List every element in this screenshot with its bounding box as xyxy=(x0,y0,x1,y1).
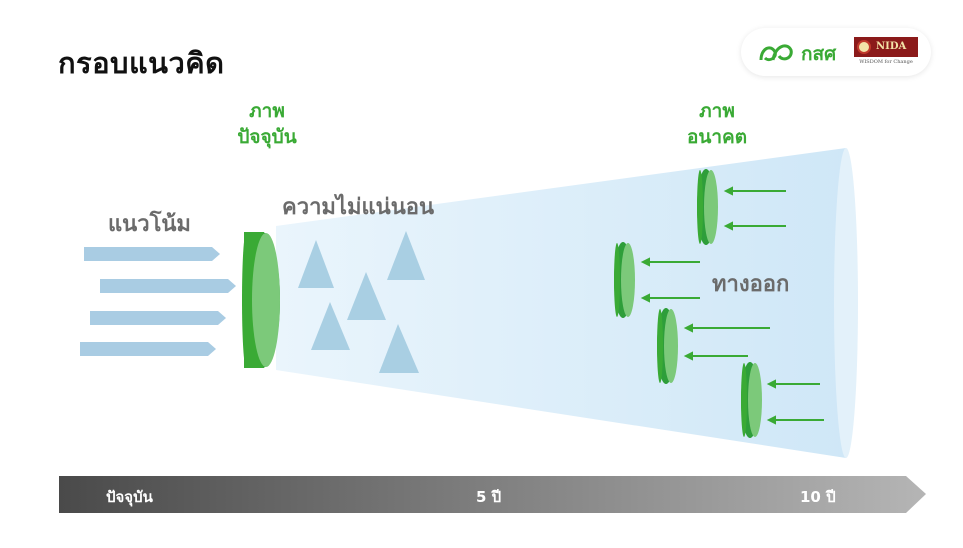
kasasat-leaf-icon xyxy=(759,44,793,62)
timeline-bar xyxy=(59,476,926,513)
triangle-5 xyxy=(379,324,419,373)
uncertainty-label: ความไม่แน่นอน xyxy=(282,195,435,220)
trend-arrow-2 xyxy=(100,279,236,293)
logo-bar: กสศ NIDA WISDOM for Change xyxy=(741,28,931,76)
trend-arrow-4 xyxy=(80,342,216,356)
triangle-3 xyxy=(347,272,386,320)
exits-label: ทางออก xyxy=(712,272,790,297)
page-title: กรอบแนวคิด xyxy=(58,46,225,80)
cone-end xyxy=(834,148,858,458)
nida-tagline: WISDOM for Change xyxy=(859,59,913,65)
trends-label: แนวโน้ม xyxy=(108,212,191,237)
trend-arrows xyxy=(80,247,236,356)
present-label: ภาพ ปัจจุบัน xyxy=(222,98,312,150)
triangle-4 xyxy=(311,302,350,350)
exit-disc-2 xyxy=(614,242,635,318)
nida-logo: NIDA xyxy=(854,37,918,57)
exit-arrows xyxy=(640,186,824,425)
nida-logo-text: NIDA xyxy=(876,41,907,52)
timeline-end: 10 ปี xyxy=(800,488,836,506)
future-label-line2: อนาคต xyxy=(686,126,748,148)
triangle-2 xyxy=(387,231,425,280)
trend-arrow-3 xyxy=(90,311,226,325)
present-label-line1: ภาพ xyxy=(249,100,285,122)
future-label: ภาพ อนาคต xyxy=(672,98,762,150)
present-disc xyxy=(242,232,280,368)
kasasat-logo-text: กสศ xyxy=(801,43,837,65)
triangle-1 xyxy=(298,240,334,288)
nida-seal-icon xyxy=(857,40,871,54)
timeline-mid: 5 ปี xyxy=(476,488,502,506)
trend-arrow-1 xyxy=(84,247,220,261)
uncertainty-triangles xyxy=(298,231,425,373)
timeline-start: ปัจจุบัน xyxy=(106,488,153,506)
exit-disc-4 xyxy=(741,362,762,438)
present-label-line2: ปัจจุบัน xyxy=(237,126,297,148)
exit-disc-3 xyxy=(657,308,678,384)
future-label-line1: ภาพ xyxy=(699,100,735,122)
exit-disc-1 xyxy=(697,169,718,245)
